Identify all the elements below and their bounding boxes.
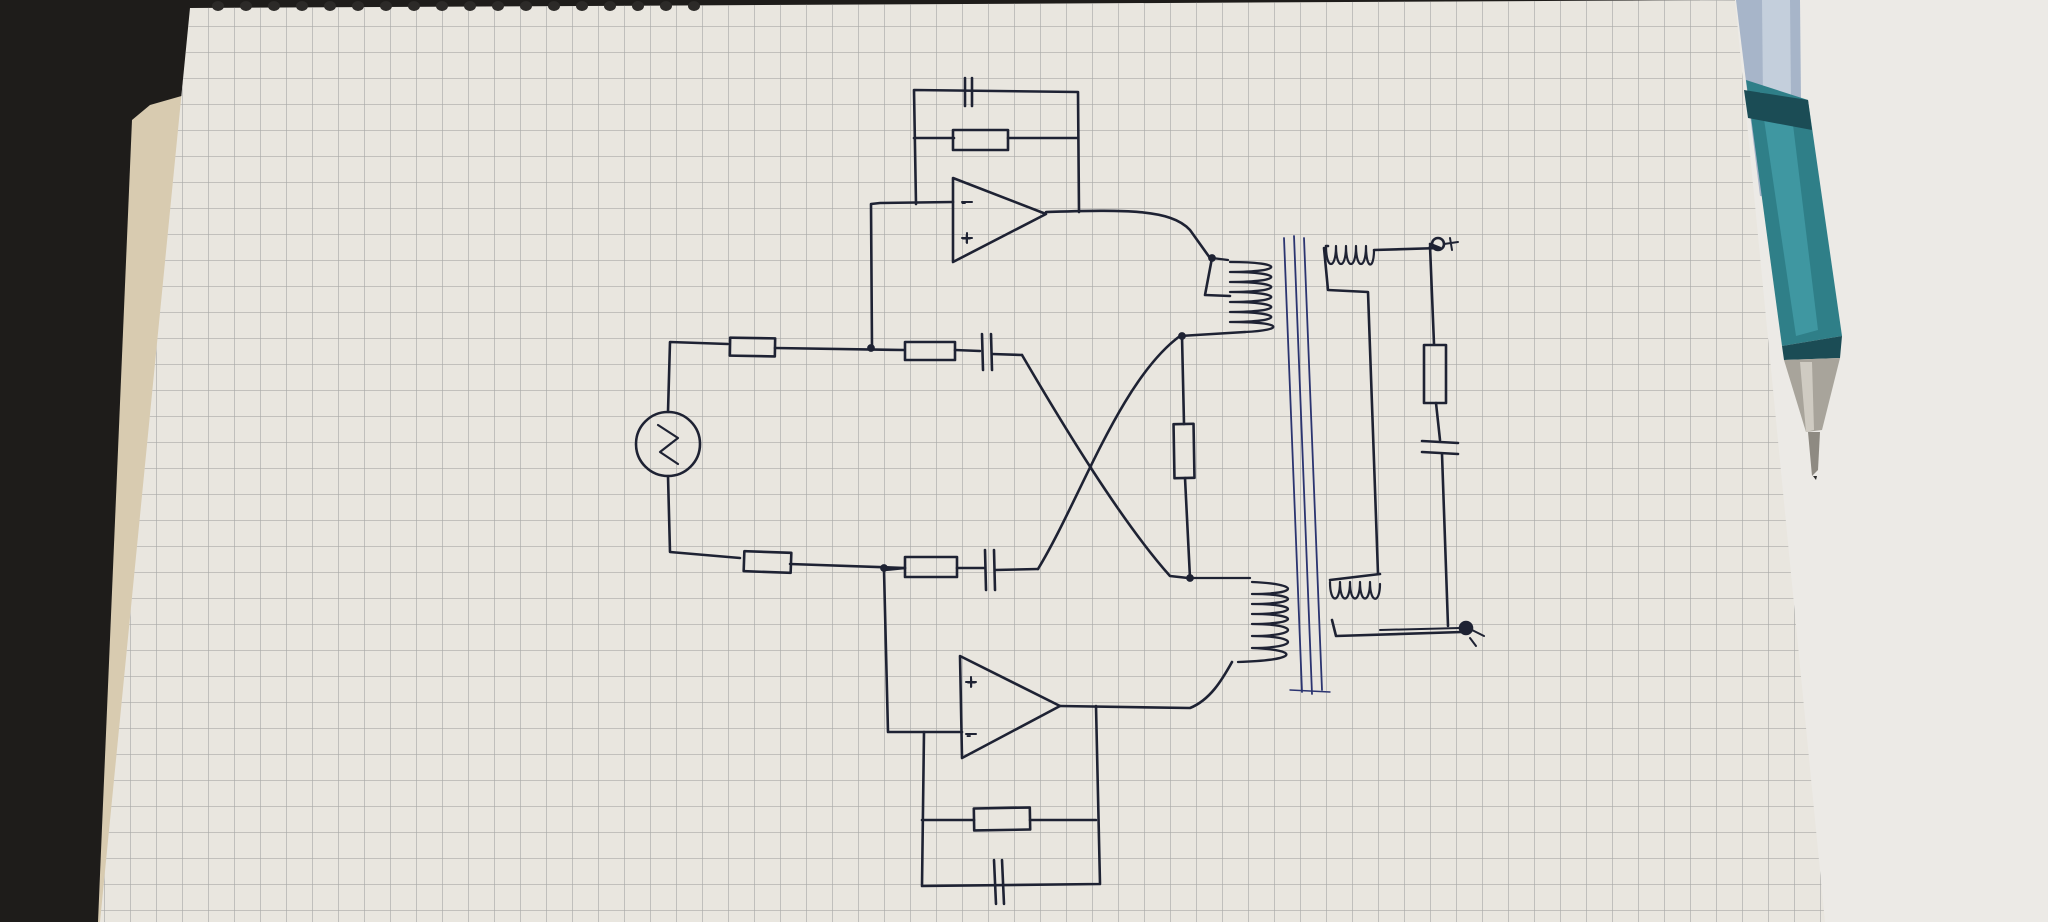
wire-botamp-out xyxy=(1058,660,1234,710)
terminal-icon xyxy=(1430,236,1459,252)
inductor-icon xyxy=(1186,576,1289,664)
resistor-icon xyxy=(972,806,1032,832)
inductor-icon xyxy=(1324,244,1376,266)
top-opamp-minus: - xyxy=(961,196,966,211)
wire-r1-r2 xyxy=(773,346,906,352)
pencil xyxy=(1736,0,1842,480)
spiral-binding xyxy=(212,1,700,11)
wire-cross-2 xyxy=(1036,330,1247,571)
op-amp-icon xyxy=(951,176,1048,264)
top-opamp-plus: + xyxy=(961,232,972,247)
terminal-icon xyxy=(1458,620,1485,647)
wire-source-bottom xyxy=(666,474,742,560)
capacitor-icon xyxy=(1420,439,1460,456)
transformer-core-icon xyxy=(1283,235,1331,695)
bottom-opamp-plus: + xyxy=(966,676,977,691)
capacitor-icon xyxy=(992,858,1006,906)
capacitor-icon xyxy=(963,76,974,108)
inductor-icon xyxy=(1328,580,1382,600)
op-amp-icon xyxy=(958,654,1062,760)
wire-output-right xyxy=(1428,244,1436,346)
wire-topamp-out xyxy=(1044,209,1212,260)
opamp-symbols: - + + - xyxy=(961,196,977,744)
circuit-drawing xyxy=(634,76,1485,906)
bottom-opamp-minus: - xyxy=(966,729,971,744)
wire-cross-1 xyxy=(1020,353,1190,580)
resistor-icon xyxy=(951,128,1010,152)
capacitor-icon xyxy=(980,332,994,372)
wire-source-top xyxy=(666,340,730,414)
